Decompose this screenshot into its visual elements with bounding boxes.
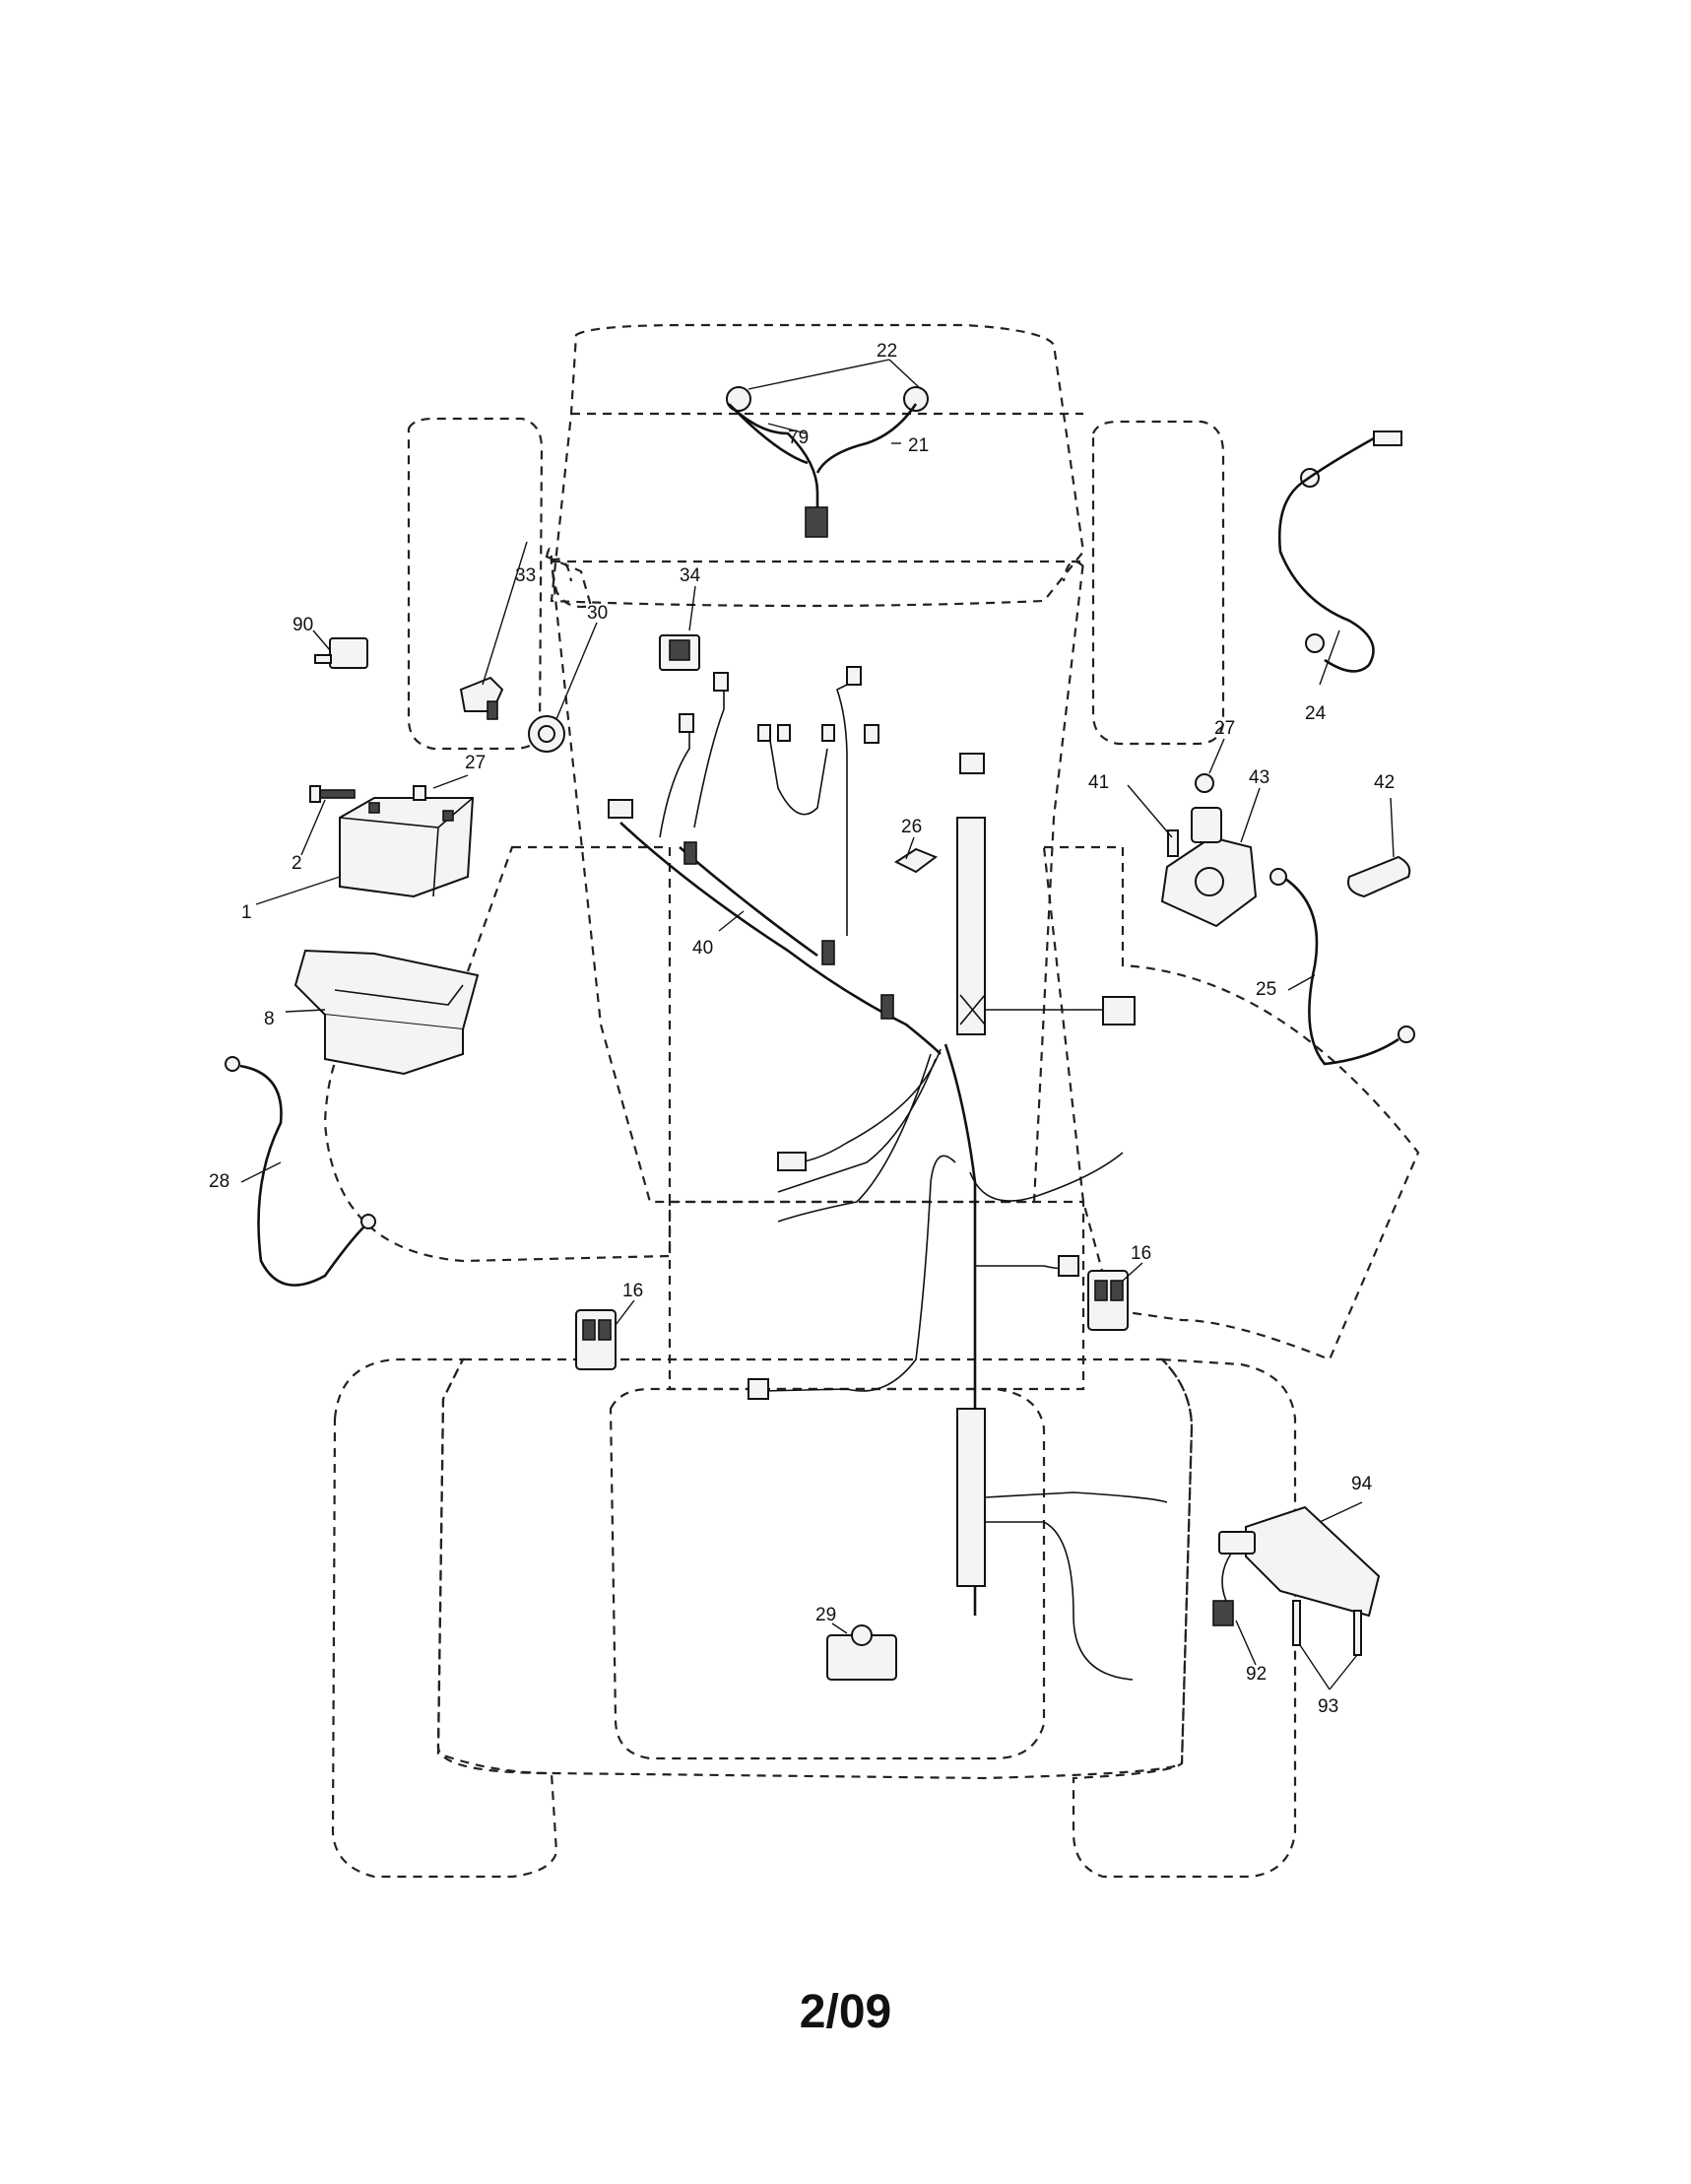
callout-92: 92 xyxy=(1246,1664,1267,1685)
callout-8: 8 xyxy=(264,1009,275,1029)
battery-bolt-part xyxy=(309,785,356,803)
callout-79: 79 xyxy=(788,428,809,448)
solenoid-nut-part xyxy=(1195,773,1214,793)
callout-16-left: 16 xyxy=(622,1281,643,1301)
starter-solenoid-part xyxy=(1160,807,1258,928)
callout-34: 34 xyxy=(680,565,701,586)
callout-30: 30 xyxy=(587,603,608,624)
battery-part xyxy=(339,797,475,898)
callout-93: 93 xyxy=(1318,1696,1338,1717)
tractor-outline xyxy=(323,323,1420,1879)
callout-labels: 1 2 8 16 16 21 22 24 25 26 27 27 28 29 3… xyxy=(209,341,1395,1717)
harness-conduit-part xyxy=(956,753,1168,1681)
callout-43: 43 xyxy=(1249,767,1269,788)
callout-90: 90 xyxy=(293,615,313,635)
ignition-key-part xyxy=(459,676,504,720)
rear-right-wheel-outline xyxy=(1072,1357,1297,1879)
hood-outline xyxy=(550,323,1085,608)
control-module-part xyxy=(1245,1505,1381,1618)
terminal-boot-part xyxy=(1347,855,1411,898)
front-right-wheel-outline xyxy=(1091,420,1225,746)
module-screws-part xyxy=(1292,1600,1362,1656)
callout-21: 21 xyxy=(908,435,929,456)
dash-outline xyxy=(545,547,593,609)
callout-26: 26 xyxy=(901,817,922,837)
callout-2: 2 xyxy=(292,853,302,874)
callout-29: 29 xyxy=(815,1605,836,1625)
callout-42: 42 xyxy=(1374,772,1395,793)
battery-nut-part xyxy=(413,785,426,801)
fuse-part xyxy=(893,847,939,874)
hood-hinge-outline xyxy=(551,558,1084,582)
callout-41: 41 xyxy=(1088,772,1109,793)
main-wire-harness-part xyxy=(608,666,1124,1616)
callout-25: 25 xyxy=(1256,979,1276,1000)
callout-94: 94 xyxy=(1351,1474,1373,1494)
switch-90-part xyxy=(314,637,368,669)
rear-left-wheel-outline xyxy=(331,1357,558,1879)
interlock-switch-left-part xyxy=(575,1309,617,1370)
interlock-switch-right-part xyxy=(1087,1270,1129,1331)
module-harness-part xyxy=(1212,1531,1256,1626)
callout-33: 33 xyxy=(515,565,536,586)
battery-cable-24-part xyxy=(1277,430,1402,673)
front-left-wheel-outline xyxy=(407,417,544,751)
page-code: 2/09 xyxy=(799,1986,892,2038)
light-switch-part xyxy=(659,634,700,671)
headlight-harness-part xyxy=(726,386,929,538)
pto-switch-part xyxy=(826,1624,897,1681)
right-fender-outline xyxy=(1042,845,1420,1361)
callout-27-battery: 27 xyxy=(465,753,486,773)
callout-16-right: 16 xyxy=(1131,1243,1151,1264)
ignition-switch-part xyxy=(528,715,565,753)
callout-24: 24 xyxy=(1305,703,1327,724)
leader-lines xyxy=(240,359,1395,1690)
callout-40: 40 xyxy=(692,938,713,959)
rear-body-outline xyxy=(436,1357,1194,1780)
callout-27-solenoid: 27 xyxy=(1214,718,1235,739)
battery-tray-part xyxy=(293,949,480,1076)
callout-1: 1 xyxy=(241,902,252,923)
seat-pan-outline xyxy=(609,1387,1046,1760)
callout-22: 22 xyxy=(877,341,897,362)
seat-deck-outline xyxy=(668,1200,1085,1391)
front-panel-outline xyxy=(550,560,1085,1204)
callout-28: 28 xyxy=(209,1171,229,1192)
ground-cable-28-part xyxy=(225,1056,376,1287)
starter-cable-25-part xyxy=(1269,868,1415,1066)
solenoid-bolt-part xyxy=(1167,829,1179,857)
